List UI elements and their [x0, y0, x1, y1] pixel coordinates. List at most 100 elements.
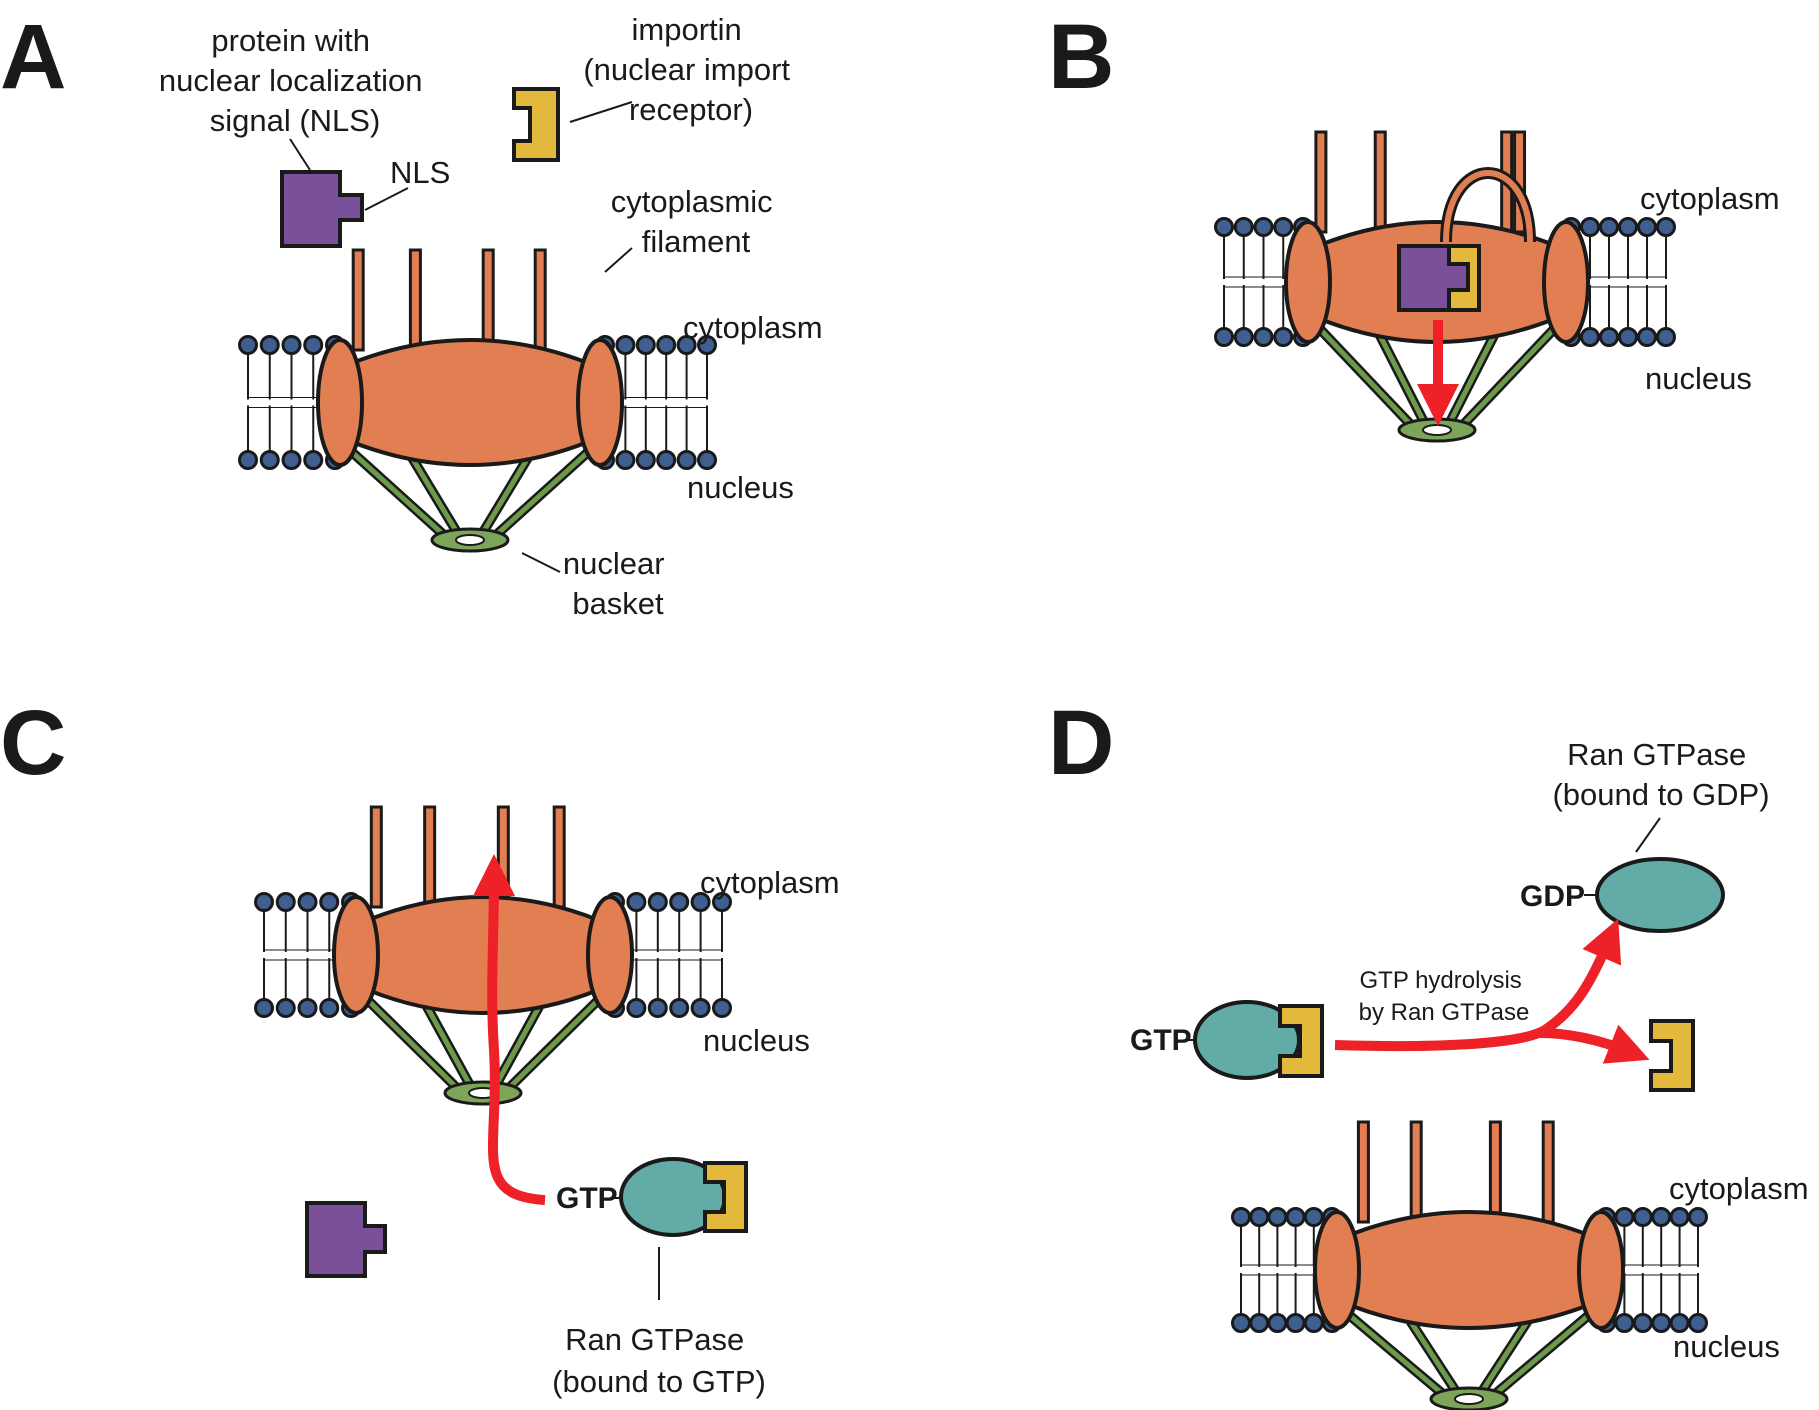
lipid-head — [1253, 327, 1274, 347]
panel-letter-a: A — [0, 6, 66, 108]
ran-label-c: Ran GTPase (bound to GTP) — [552, 1322, 766, 1399]
lipid-head — [615, 450, 636, 470]
basket-strut — [492, 450, 590, 539]
lipid-head — [319, 998, 340, 1018]
lipid-head — [1285, 1207, 1306, 1227]
hydrolysis-arrow-to-importin — [1539, 1024, 1650, 1064]
lipid-head — [281, 335, 302, 355]
lipid-head — [669, 998, 690, 1018]
lipid-head — [1303, 1207, 1324, 1227]
gdp-label: GDP — [1520, 880, 1585, 913]
lipid-head — [1656, 327, 1676, 347]
basket-strut — [1459, 327, 1556, 429]
lipid-head — [1214, 217, 1234, 237]
ran-label-d: Ran GTPase (bound to GDP) — [1552, 737, 1769, 812]
cytoplasm-label-b: cytoplasm — [1640, 181, 1780, 216]
cytoplasmic-filament — [1409, 1120, 1423, 1224]
cytoplasmic-filament — [1541, 1120, 1555, 1224]
nuclear-basket-hole — [1422, 424, 1452, 436]
lipid-head — [254, 998, 274, 1018]
ran-gtp-importin-importin — [1278, 1004, 1324, 1078]
lipid-head — [1233, 327, 1254, 347]
nucleus-label-b: nucleus — [1645, 361, 1752, 396]
cytoplasmic-filament — [552, 805, 566, 909]
gtp-label-c: GTP — [556, 1182, 618, 1215]
lipid-head — [1580, 217, 1600, 237]
lipid-head — [238, 335, 258, 355]
pore-right-rim — [1577, 1210, 1625, 1330]
importin-receptor — [512, 87, 560, 162]
basket-strut — [1408, 1319, 1460, 1396]
lipid-head — [656, 335, 677, 355]
basket-strut — [1318, 327, 1415, 429]
panel-b: cytoplasm nucleus — [1214, 130, 1780, 443]
lipid-head — [1231, 1207, 1251, 1227]
export-arrow — [472, 854, 546, 1205]
cytoplasmic-filament — [481, 248, 495, 352]
lipid-head — [1233, 217, 1254, 237]
lipid-head — [1637, 217, 1657, 237]
basket-strut — [424, 1004, 474, 1090]
panel-d: Ran GTPase (bound to GDP) GDP GTP GTP hy… — [1130, 737, 1809, 1410]
lipid-head — [1273, 327, 1294, 347]
panel-letter-b: B — [1048, 6, 1114, 108]
lipid-head — [1285, 1313, 1306, 1333]
nls-label: NLS — [390, 155, 450, 190]
cytoplasm-label-d: cytoplasm — [1669, 1171, 1809, 1206]
cytoplasmic-filament — [1373, 130, 1387, 234]
lipid-head — [1599, 327, 1619, 347]
filament-label: cytoplasmic filament — [611, 184, 782, 259]
lipid-head — [1651, 1207, 1672, 1227]
panel-letter-c: C — [0, 692, 66, 794]
pore-right-rim — [1542, 220, 1590, 344]
basket-strut — [1478, 1319, 1530, 1396]
lipid-head — [1688, 1207, 1708, 1227]
lipid-head — [1273, 217, 1294, 237]
nuclear-pore-complex — [1231, 1120, 1708, 1410]
pore-left-rim — [1313, 1210, 1361, 1330]
lipid-head — [1656, 217, 1676, 237]
lipid-head — [669, 892, 690, 912]
cytoplasmic-filament — [533, 248, 547, 352]
lipid-head — [1249, 1207, 1270, 1227]
lipid-head — [1214, 327, 1234, 347]
lipid-head — [1249, 1313, 1270, 1333]
lipid-head — [1614, 1313, 1635, 1333]
pore-left-rim — [332, 895, 380, 1015]
nuclear-basket-hole — [455, 534, 485, 546]
importin-bound-ran — [703, 1161, 748, 1233]
lipid-head — [303, 335, 324, 355]
nucleus-label-d: nucleus — [1673, 1329, 1780, 1364]
basket-strut — [505, 998, 600, 1092]
filament-leader-line — [604, 247, 633, 273]
nuclear-basket-hole — [1454, 1393, 1484, 1405]
lipid-head — [1651, 1313, 1672, 1333]
lipid-head — [1231, 1313, 1251, 1333]
lipid-head — [297, 892, 318, 912]
nuclear-pore-complex — [238, 248, 717, 553]
lipid-head — [697, 335, 717, 355]
lipid-head — [1688, 1313, 1708, 1333]
basket-leader-line — [521, 552, 561, 573]
lipid-head — [275, 892, 296, 912]
basket-strut — [1491, 1313, 1591, 1398]
lipid-head — [626, 892, 647, 912]
cytoplasm-label-c: cytoplasm — [700, 865, 840, 900]
nucleus-label-c: nucleus — [703, 1023, 810, 1058]
panel-c: GTP cytoplasm nucleus Ran GTPase (bound … — [254, 805, 840, 1399]
lipid-head — [1632, 1207, 1653, 1227]
lipid-head — [1253, 217, 1274, 237]
free-importin — [1649, 1019, 1695, 1092]
ran-leader-line-d — [1635, 817, 1661, 853]
lipid-head — [1599, 217, 1619, 237]
pore-left-rim — [316, 338, 364, 467]
lipid-head — [275, 998, 296, 1018]
lipid-head — [697, 450, 717, 470]
lipid-head — [676, 335, 697, 355]
basket-strut — [410, 456, 461, 537]
hydrolysis-arrow-to-ran — [1334, 918, 1622, 1052]
lipid-head — [635, 450, 656, 470]
cytoplasmic-filament — [369, 805, 383, 909]
nls-cargo-protein — [280, 170, 364, 248]
